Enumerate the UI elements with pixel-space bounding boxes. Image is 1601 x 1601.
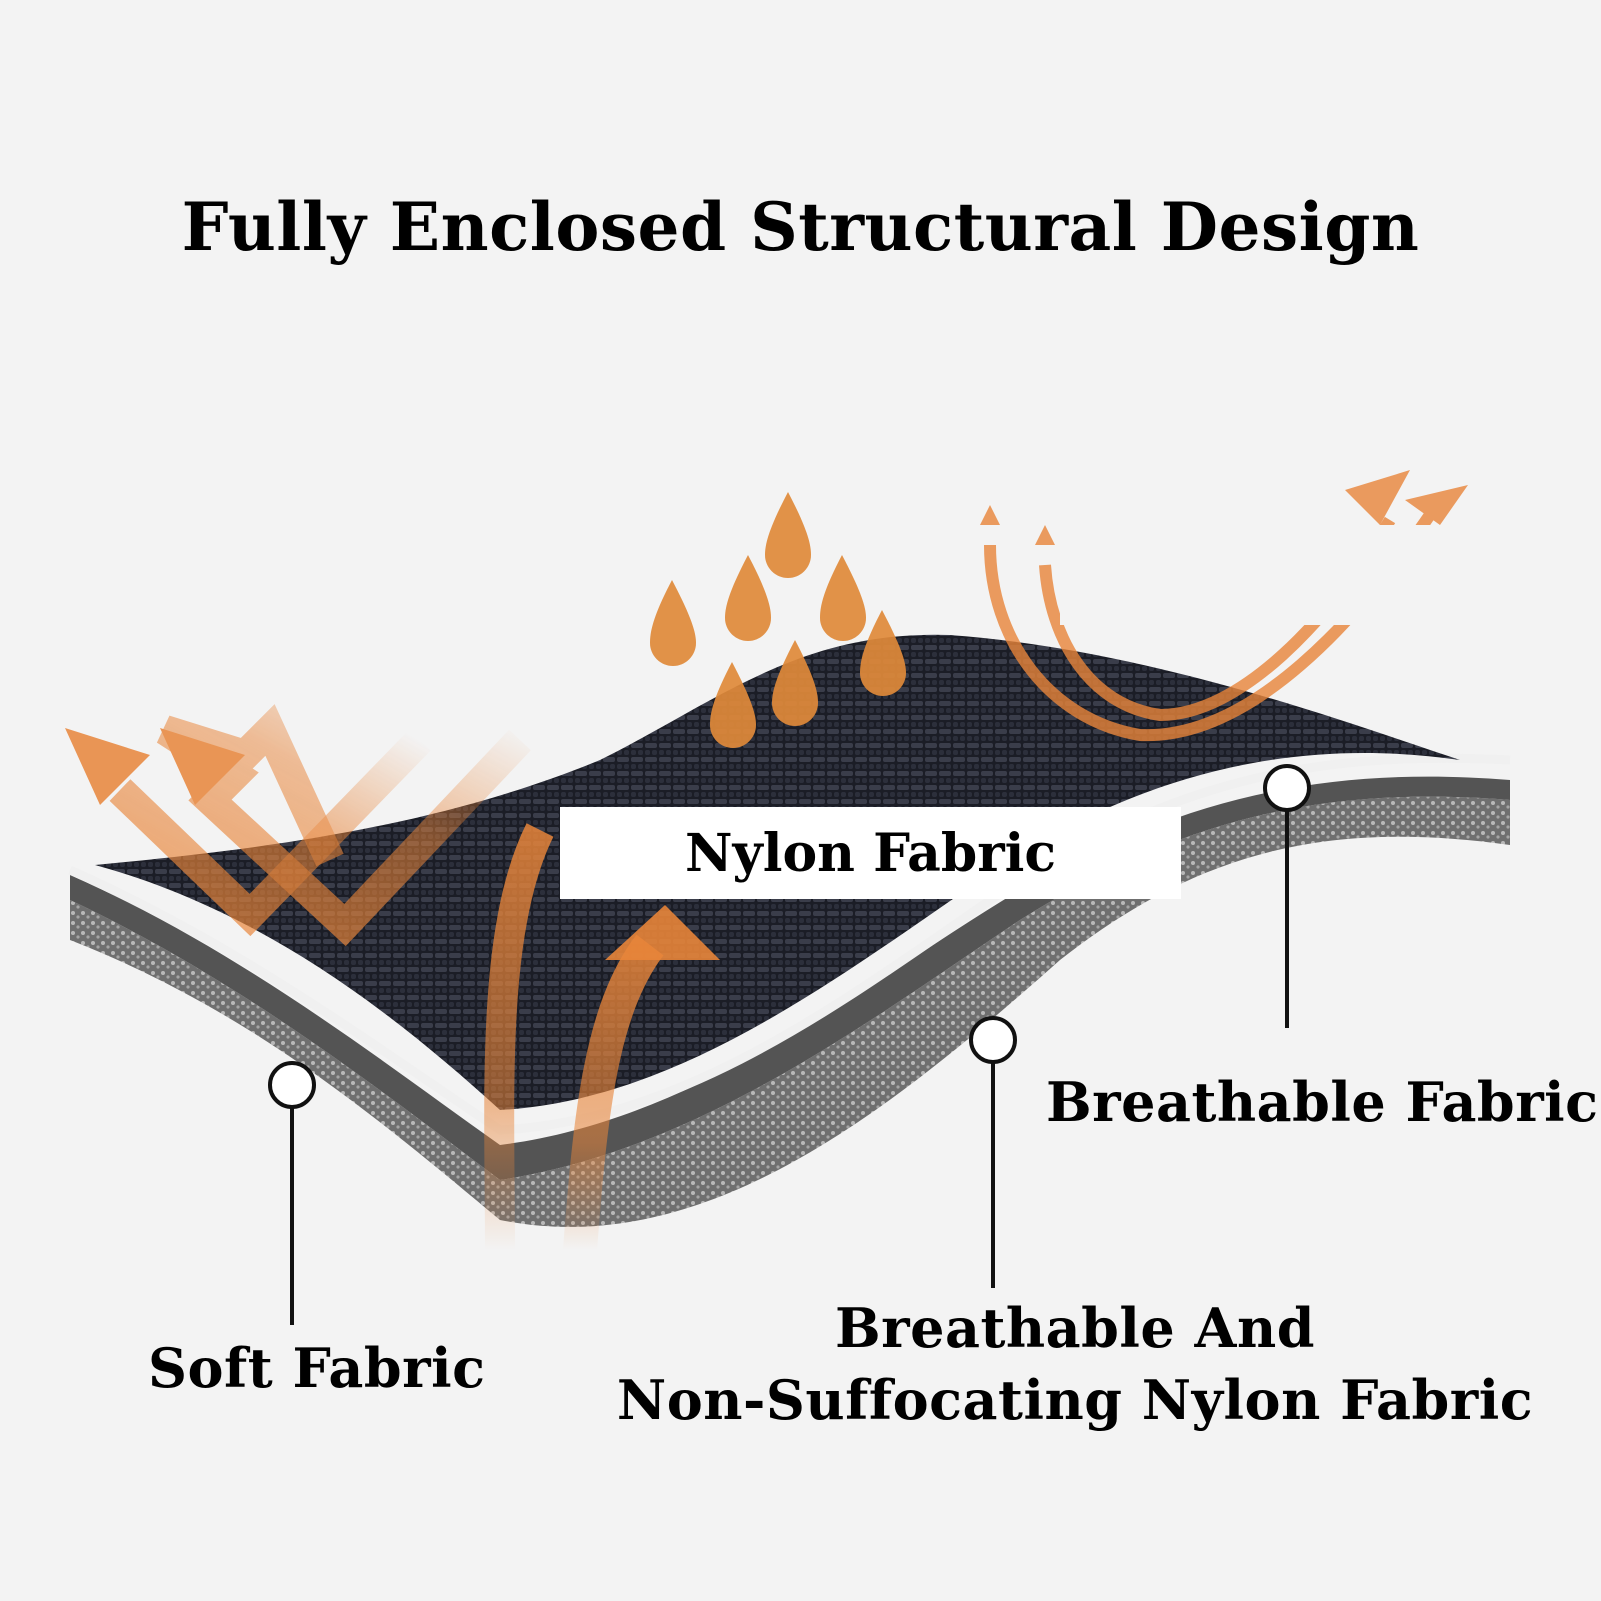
nylon-fabric-label-box: Nylon Fabric xyxy=(560,807,1181,899)
airflow-arrow-icon xyxy=(980,470,1468,742)
callout-dot-icon xyxy=(1263,764,1311,812)
non-suffocating-label-line2: Non-Suffocating Nylon Fabric xyxy=(616,1368,1534,1432)
nylon-fabric-label: Nylon Fabric xyxy=(684,822,1057,884)
soft-fabric-label: Soft Fabric xyxy=(148,1336,486,1400)
callout-dot-icon xyxy=(268,1061,316,1109)
water-drop-icon xyxy=(650,492,906,748)
breathable-fabric-label: Breathable Fabric xyxy=(1046,1070,1599,1134)
callout-dot-icon xyxy=(969,1016,1017,1064)
soft-fabric-layer xyxy=(70,796,1510,1227)
callout-non-suffocating-fabric xyxy=(969,1016,1017,1288)
layer-separator-line xyxy=(68,753,1511,1135)
airflow-arrow-icon xyxy=(484,823,720,1252)
callout-soft-fabric xyxy=(268,1061,316,1325)
non-suffocating-label-line1: Breathable And xyxy=(835,1296,1315,1360)
callout-breathable-fabric xyxy=(1263,764,1311,1028)
airflow-arrow-icon xyxy=(65,704,531,947)
page-title: Fully Enclosed Structural Design xyxy=(181,188,1420,266)
